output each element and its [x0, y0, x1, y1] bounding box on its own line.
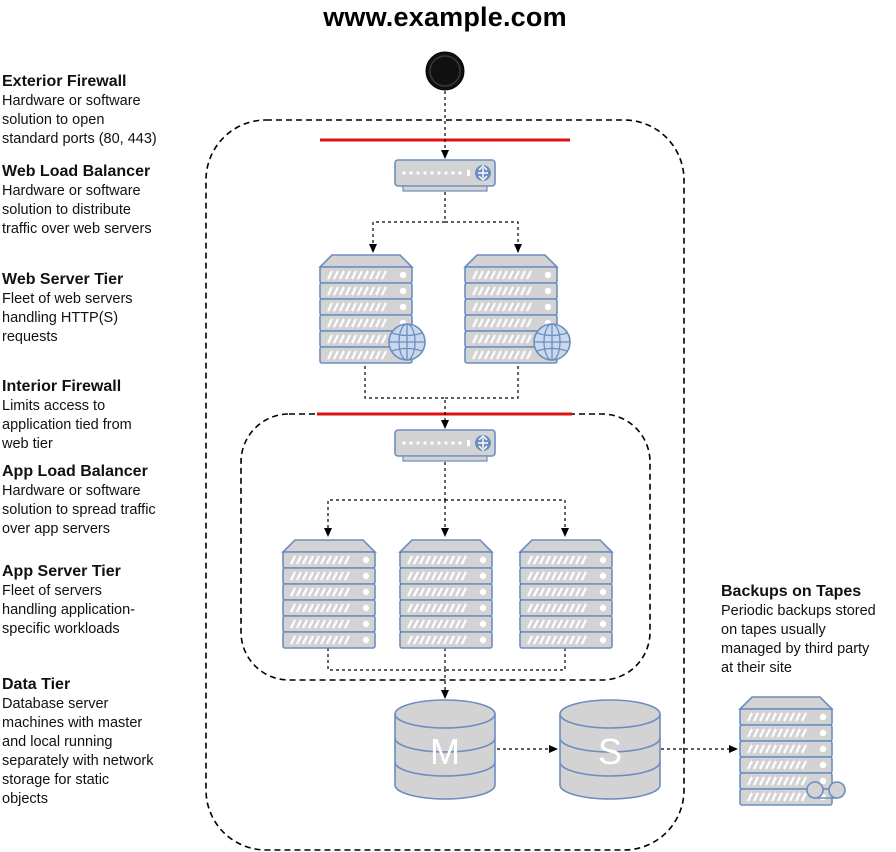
web-load-balancer: [394, 159, 496, 192]
inner-app-boundary: [240, 413, 651, 681]
connector-app-servers-to-db: [327, 642, 449, 699]
label-backups-line: at their site: [721, 660, 792, 676]
label-web-load-balancer-line: Hardware or software: [2, 183, 141, 199]
label-web-server-tier-heading: Web Server Tier: [2, 271, 124, 288]
connector-web-lb-to-web-server-2: [445, 221, 522, 253]
database-slave: S: [559, 699, 661, 800]
start-node-inner-ring: [429, 55, 461, 87]
label-app-load-balancer-line: solution to spread traffic: [2, 502, 156, 518]
database-master-letter: M: [430, 731, 460, 772]
connector-web-servers-to-app-lb: [364, 354, 449, 429]
label-backups-line: Periodic backups stored: [721, 603, 876, 619]
label-web-server-tier-line: handling HTTP(S): [2, 310, 119, 326]
label-app-server-tier-heading: App Server Tier: [2, 563, 121, 580]
label-app-load-balancer-line: Hardware or software: [2, 483, 141, 499]
globe-icon: [533, 323, 571, 361]
label-exterior-firewall-line: standard ports (80, 443): [2, 131, 157, 147]
label-web-server-tier: Web Server Tier Fleet of web servers han…: [2, 270, 133, 347]
label-data-tier-line: storage for static: [2, 772, 110, 788]
label-exterior-firewall-line: Hardware or software: [2, 93, 141, 109]
label-data-tier-line: machines with master: [2, 715, 143, 731]
web-server-2: [463, 254, 559, 364]
outer-boundary: [205, 119, 685, 851]
label-interior-firewall-heading: Interior Firewall: [2, 378, 122, 395]
label-interior-firewall-line: application tied from: [2, 417, 132, 433]
app-load-balancer: [394, 429, 496, 462]
web-server-1: [318, 254, 414, 364]
connector-app-lb-to-app-servers: [324, 462, 446, 537]
backup-tape-server: [738, 696, 834, 806]
tape-reel-icon: [806, 781, 846, 799]
label-app-load-balancer-heading: App Load Balancer: [2, 463, 148, 480]
label-app-server-tier-line: specific workloads: [2, 621, 120, 637]
connector-web-lb-to-web-servers: [369, 192, 446, 253]
database-master: M: [394, 699, 496, 800]
label-exterior-firewall-heading: Exterior Firewall: [2, 73, 127, 90]
label-backups-heading: Backups on Tapes: [721, 583, 862, 600]
label-app-load-balancer-line: over app servers: [2, 521, 110, 537]
label-data-tier-line: Database server: [2, 696, 109, 712]
globe-icon: [388, 323, 426, 361]
label-interior-firewall-line: web tier: [2, 436, 53, 452]
database-slave-letter: S: [598, 731, 622, 772]
label-data-tier-line: and local running: [2, 734, 113, 750]
connector-app-lb-to-app-server-3: [445, 499, 569, 537]
label-app-load-balancer: App Load Balancer Hardware or software s…: [2, 462, 156, 539]
label-web-load-balancer-heading: Web Load Balancer: [2, 163, 151, 180]
label-app-server-tier-line: handling application-: [2, 602, 136, 618]
label-backups-line: on tapes usually: [721, 622, 826, 638]
label-web-load-balancer-line: traffic over web servers: [2, 221, 152, 237]
app-server-2: [398, 539, 494, 649]
label-exterior-firewall-line: solution to open: [2, 112, 105, 128]
label-interior-firewall: Interior Firewall Limits access to appli…: [2, 377, 132, 454]
label-interior-firewall-line: Limits access to: [2, 398, 106, 414]
label-web-load-balancer: Web Load Balancer Hardware or software s…: [2, 162, 152, 239]
label-web-load-balancer-line: solution to distribute: [2, 202, 131, 218]
label-exterior-firewall: Exterior Firewall Hardware or software s…: [2, 72, 157, 149]
connector-web-server-2-merge: [445, 354, 519, 399]
label-data-tier-line: separately with network: [2, 753, 154, 769]
page-title: www.example.com: [323, 2, 567, 32]
label-web-server-tier-line: requests: [2, 329, 58, 345]
app-server-3: [518, 539, 614, 649]
label-data-tier: Data Tier Database server machines with …: [2, 675, 154, 809]
label-app-server-tier: App Server Tier Fleet of servers handlin…: [2, 562, 135, 639]
label-backups-on-tapes: Backups on Tapes Periodic backups stored…: [721, 582, 876, 678]
app-server-1: [281, 539, 377, 649]
label-data-tier-line: objects: [2, 791, 48, 807]
label-data-tier-heading: Data Tier: [2, 676, 71, 693]
label-web-server-tier-line: Fleet of web servers: [2, 291, 133, 307]
label-backups-line: managed by third party: [721, 641, 870, 657]
start-node: [425, 51, 465, 91]
label-app-server-tier-line: Fleet of servers: [2, 583, 102, 599]
connector-app-server-3-to-db: [445, 642, 566, 671]
